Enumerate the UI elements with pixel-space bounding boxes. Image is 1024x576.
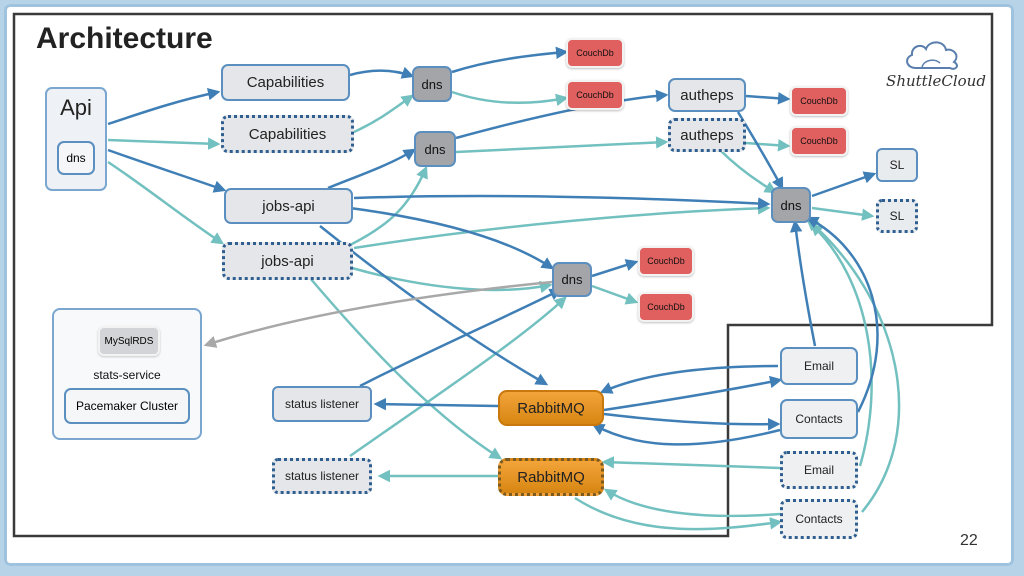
- primary-region-outline: [12, 12, 994, 538]
- edge-dns-a-couchdb-primary: [451, 46, 569, 74]
- api-node: Api dns: [45, 87, 107, 191]
- capabilities-secondary-node: Capabilities: [221, 115, 354, 153]
- edge-dns-c-stats-service: [203, 280, 553, 348]
- edge-api-jobs-secondary: [107, 160, 225, 245]
- mysql-rds-node: MySqlRDS: [98, 326, 160, 356]
- page-title: Architecture: [36, 22, 213, 55]
- jobs-api-primary-node: jobs-api: [224, 188, 353, 224]
- edge-contacts-dns-d-primary: [805, 216, 879, 413]
- logo-text: ShuttleCloud: [886, 72, 986, 90]
- page-number: 22: [960, 532, 978, 549]
- edge-jobs-dns-b-primary: [327, 148, 417, 190]
- edge-api-jobs-primary: [107, 148, 227, 193]
- contacts-primary-node: Contacts: [780, 399, 858, 439]
- edge-autheps-dns-d-secondary: [719, 149, 778, 194]
- edge-rabbit-email-primary: [603, 375, 783, 412]
- edge-autheps-couchdb-primary: [745, 92, 791, 105]
- rabbitmq-primary-node: RabbitMQ: [498, 390, 604, 426]
- edge-contacts-rabbit-primary: [591, 423, 781, 446]
- edge-status-dns-c-secondary: [349, 296, 567, 458]
- contacts-secondary-node: Contacts: [780, 499, 858, 539]
- couchdb-node-1: CouchDb: [566, 38, 624, 68]
- edge-status-dns-c-primary: [359, 288, 563, 388]
- couchdb-node-6: CouchDb: [638, 292, 694, 322]
- edge-jobs-dns-b-secondary: [349, 165, 428, 247]
- sl-primary-node: SL: [876, 148, 918, 182]
- email-secondary-node: Email: [780, 451, 858, 489]
- cloud-icon: [906, 41, 958, 70]
- edge-email-rabbit-primary: [599, 364, 779, 394]
- couchdb-node-2: CouchDb: [566, 80, 624, 110]
- edge-jobs-dns-d-secondary: [353, 202, 771, 250]
- edge-rabbit-contacts-secondary: [574, 496, 783, 531]
- edge-jobs-dns-c-primary: [349, 206, 555, 270]
- stats-service-node: MySqlRDS stats-service Pacemaker Cluster: [52, 308, 202, 440]
- edge-jobs-rabbitmq-secondary: [309, 277, 503, 460]
- dns-node-c: dns: [552, 262, 592, 297]
- stats-service-label: stats-service: [93, 368, 161, 382]
- dns-node-d: dns: [771, 187, 811, 223]
- edge-dns-c-couchdb-primary: [591, 259, 639, 278]
- edge-jobs-dns-c-secondary: [351, 266, 553, 294]
- status-listener-primary-node: status listener: [272, 386, 372, 422]
- sl-secondary-node: SL: [876, 199, 918, 233]
- couchdb-node-5: CouchDb: [638, 246, 694, 276]
- jobs-api-secondary-node: jobs-api: [222, 242, 353, 280]
- edge-api-capabilities-primary: [107, 87, 221, 126]
- edge-contacts-dns-d-secondary: [806, 218, 901, 513]
- shuttlecloud-logo: ShuttleCloud: [884, 34, 988, 96]
- dns-node-a: dns: [412, 66, 452, 102]
- autheps-primary-node: autheps: [668, 78, 746, 112]
- api-dns-node: dns: [57, 141, 95, 175]
- edge-rabbit-contacts-primary: [603, 412, 781, 431]
- couchdb-node-3: CouchDb: [790, 86, 848, 116]
- edge-rabbit-status-primary: [373, 397, 499, 411]
- edge-dns-b-autheps-secondary: [455, 136, 669, 154]
- edge-api-capabilities-secondary: [107, 137, 221, 150]
- edge-jobs-dns-d-primary: [353, 194, 771, 210]
- edge-email-dns-d-primary: [789, 219, 817, 347]
- edge-jobs-rabbitmq-primary: [319, 225, 549, 386]
- dns-node-b: dns: [414, 131, 456, 167]
- rabbitmq-secondary-node: RabbitMQ: [498, 458, 604, 496]
- status-listener-secondary-node: status listener: [272, 458, 372, 494]
- edge-email-dns-d-secondary: [810, 223, 873, 467]
- capabilities-primary-node: Capabilities: [221, 64, 350, 101]
- edge-autheps-couchdb-secondary: [745, 139, 791, 152]
- edge-dns-a-couchdb-secondary: [451, 90, 569, 107]
- autheps-secondary-node: autheps: [668, 118, 746, 152]
- edge-contacts-rabbit-secondary: [603, 488, 781, 518]
- edge-capabilities-dns-a-primary: [349, 66, 415, 79]
- edge-capabilities-dns-a-secondary: [353, 94, 415, 134]
- email-primary-node: Email: [780, 347, 858, 385]
- edge-dns-d-sl-primary: [811, 171, 877, 198]
- couchdb-node-4: CouchDb: [790, 126, 848, 156]
- api-label: Api: [60, 95, 92, 120]
- pacemaker-cluster-node: Pacemaker Cluster: [64, 388, 190, 424]
- edge-email-rabbit-secondary: [601, 456, 781, 470]
- edge-dns-c-couchdb-secondary: [591, 284, 639, 305]
- edge-dns-d-sl-secondary: [811, 206, 875, 221]
